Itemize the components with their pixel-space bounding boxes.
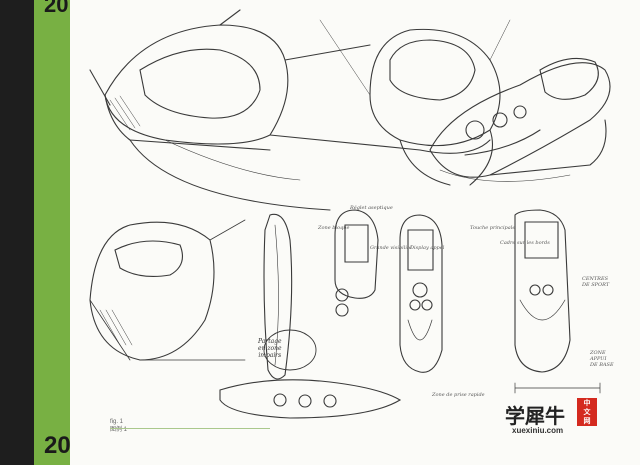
page-shadow [0, 0, 34, 465]
note-bubble [263, 329, 317, 371]
device-sketch-front-3 [514, 209, 571, 373]
caption-rule [110, 428, 270, 429]
watermark-url: xuexiniu.com [512, 426, 564, 435]
right-note-1: CENTRES DE SPORT [582, 276, 610, 288]
page-number-bottom: 20 [44, 432, 71, 459]
right-note-2: ZONE APPUI DE BASE [590, 350, 614, 368]
side-note-3: Grande visibilité [370, 245, 412, 251]
page-number-top: 20 [44, 0, 69, 17]
dimension-line [514, 382, 601, 394]
figure-caption: fig. 1 图例 1 [110, 418, 127, 434]
caption-line-2: 图例 1 [110, 427, 128, 433]
side-note-5: Touche principale [470, 225, 516, 231]
device-sketch-front-2 [399, 214, 443, 373]
device-sketch-midleft [89, 219, 246, 361]
side-note-2: Réglet aseptique [350, 205, 393, 211]
side-note-4: Display appel [410, 245, 445, 251]
device-sketch-topright [429, 57, 611, 182]
device-sketch-sideprofile [263, 213, 293, 380]
product-sketch-drawing [89, 9, 611, 419]
handwritten-bubble-note: Partage en zone impairs [258, 338, 282, 359]
device-sketch-topleft [89, 9, 491, 211]
device-sketch-bottom [219, 379, 402, 419]
device-sketch-front-1 [334, 209, 379, 317]
side-note-1: Zone bloque [318, 225, 350, 231]
side-note-6: Cadre sur les bords [500, 240, 550, 246]
caption-line-1: fig. 1 [110, 419, 124, 425]
device-sketch-topcenter [319, 19, 511, 186]
bottom-note: Zone de prise rapide [432, 392, 485, 398]
green-margin-bar [34, 0, 70, 465]
watermark-badge: 中 文 网 [577, 398, 597, 426]
watermark-chinese: 学犀牛 [505, 404, 565, 428]
